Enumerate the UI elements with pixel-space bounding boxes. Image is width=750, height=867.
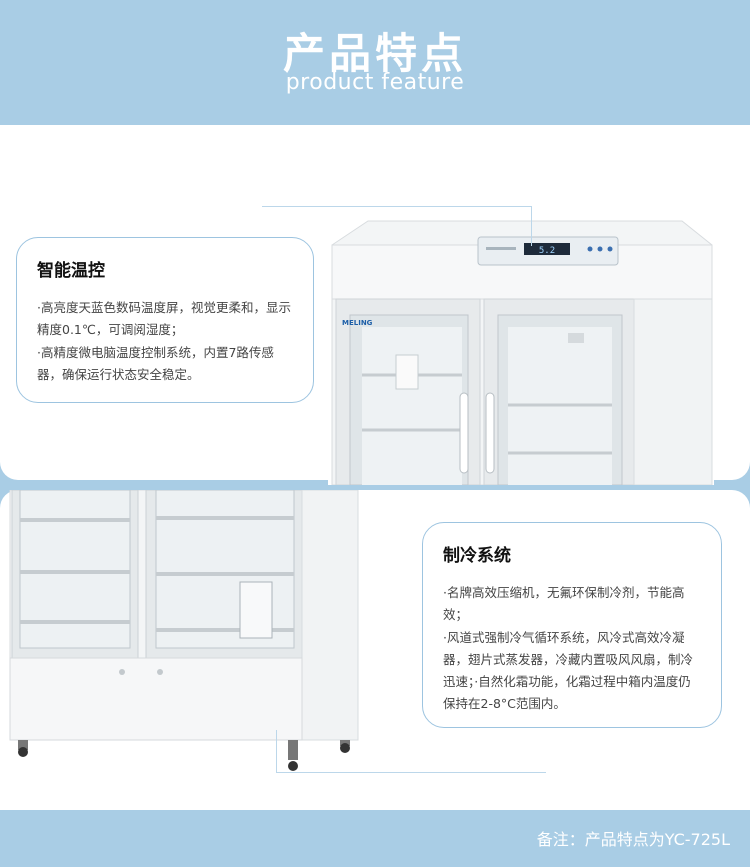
feature-line: ·名牌高效压缩机，无氟环保制冷剂，节能高效；	[443, 585, 685, 623]
brand-label: MELING	[342, 319, 373, 327]
feature-card-cooling: 制冷系统 ·名牌高效压缩机，无氟环保制冷剂，节能高效； ·风道式强制冷气循环系统…	[422, 522, 722, 728]
refrigerator-top-image: 5.2 MELING	[328, 215, 714, 485]
feature-card-temperature: 智能温控 ·高亮度天蓝色数码温度屏，视觉更柔和，显示精度0.1℃，可调阅湿度； …	[16, 237, 314, 403]
page-title: 产品特点	[282, 29, 467, 78]
footer-note: 备注：产品特点为YC-725L	[536, 830, 730, 849]
feature-title: 智能温控	[37, 261, 105, 281]
page-subtitle: product feature	[285, 70, 465, 95]
footer-bar	[0, 810, 750, 867]
display-readout: 5.2	[539, 246, 555, 256]
connector-line-bottom-vertical	[276, 730, 277, 772]
header-banner: 产品特点 product feature	[0, 0, 750, 125]
connector-line-top-vertical	[531, 206, 532, 246]
connector-line-top	[262, 206, 532, 207]
feature-line: ·高亮度天蓝色数码温度屏，视觉更柔和，显示精度0.1℃，可调阅湿度；	[37, 300, 291, 338]
connector-line-bottom	[276, 772, 546, 773]
refrigerator-bottom-image	[9, 490, 359, 771]
feature-line: ·风道式强制冷气循环系统，风冷式高效冷凝器，翅片式蒸发器，冷藏内置吸风风扇，制冷…	[443, 629, 694, 712]
feature-line: ·高精度微电脑温度控制系统，内置7路传感器，确保运行状态安全稳定。	[37, 344, 274, 382]
feature-title: 制冷系统	[443, 546, 511, 566]
